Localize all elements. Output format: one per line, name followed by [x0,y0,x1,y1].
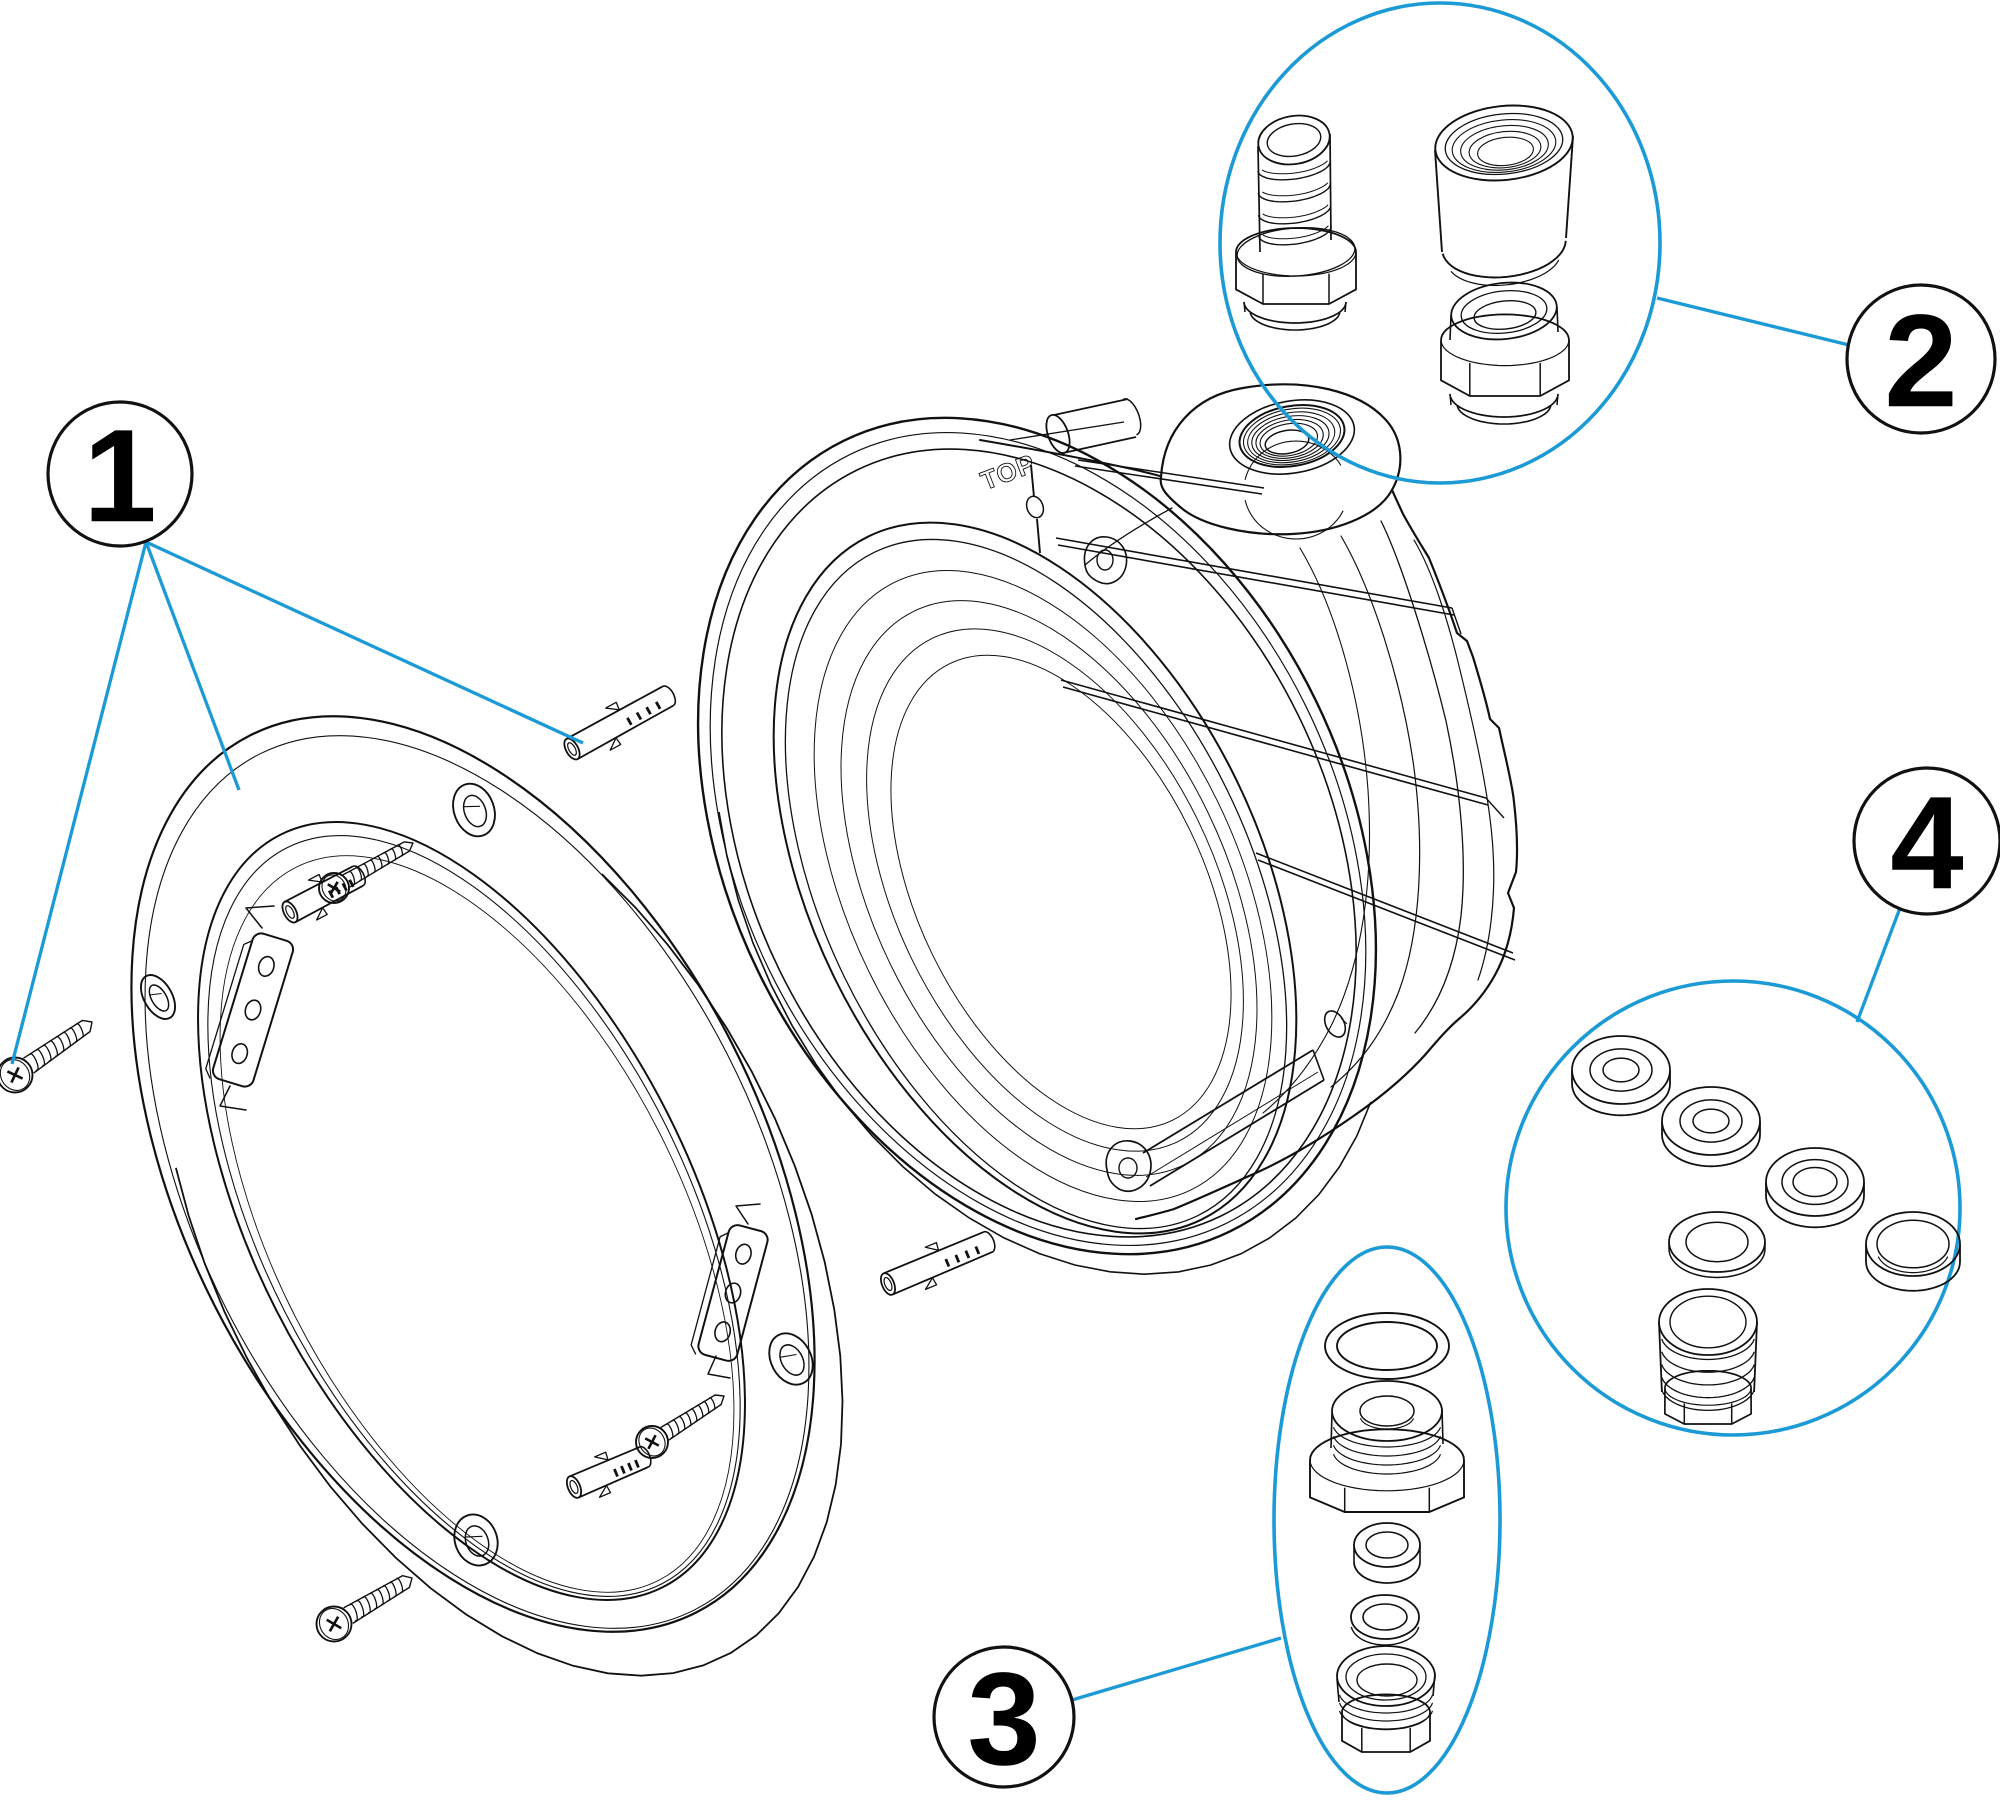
svg-text:1: 1 [83,402,156,549]
svg-text:2: 2 [1884,287,1957,434]
svg-text:4: 4 [1890,769,1963,916]
svg-text:3: 3 [967,1645,1040,1792]
